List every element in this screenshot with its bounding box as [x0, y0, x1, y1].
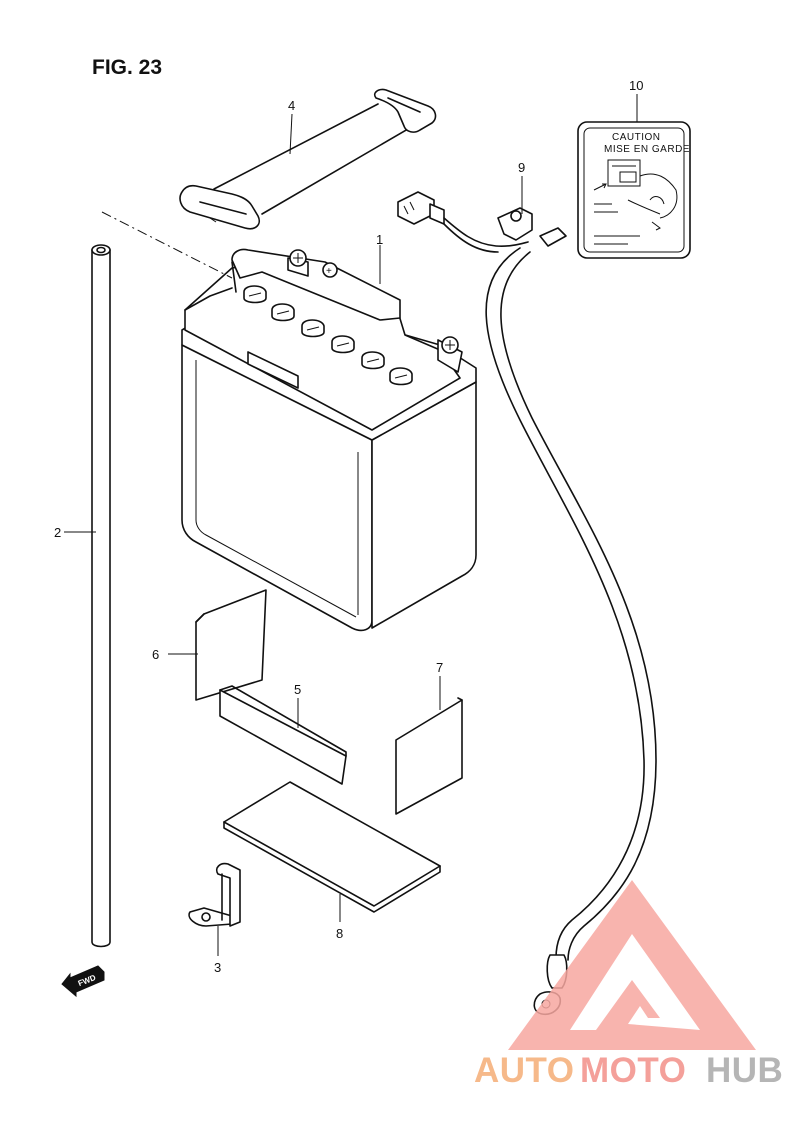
watermark-auto: AUTO — [474, 1051, 575, 1090]
callout-6: 6 — [152, 647, 159, 662]
figure-title: FIG. 23 — [92, 56, 162, 79]
callout-4: 4 — [288, 98, 295, 113]
callout-3: 3 — [214, 960, 221, 975]
callout-8: 8 — [336, 926, 343, 941]
caution-label: CAUTION MISE EN GARDE — [577, 121, 691, 259]
callout-9: 9 — [518, 160, 525, 175]
battery-cable — [397, 191, 657, 1016]
sheet-8 — [223, 781, 441, 913]
watermark-text: AUTO MOTO HUB — [474, 1051, 783, 1090]
mise-en-garde-text: MISE EN GARDE — [604, 144, 690, 155]
breather-hose — [91, 244, 111, 948]
clamp-3 — [188, 862, 241, 927]
callout-1: 1 — [376, 232, 383, 247]
callout-5: 5 — [294, 682, 301, 697]
pad-7 — [395, 697, 463, 815]
leader-lines — [64, 94, 638, 956]
battery: + — [181, 248, 477, 632]
pad-6 — [195, 589, 267, 701]
battery-strap — [179, 88, 437, 230]
watermark-hub: HUB — [706, 1051, 783, 1090]
watermark-moto: MOTO — [580, 1051, 686, 1090]
fwd-arrow: FWD — [61, 965, 105, 998]
pad-5 — [219, 685, 347, 785]
watermark-logo-icon — [508, 880, 756, 1050]
callout-2: 2 — [54, 525, 61, 540]
callout-10: 10 — [629, 78, 643, 93]
callout-numbers: 1 2 3 4 5 6 7 8 9 10 — [54, 78, 643, 975]
callout-7: 7 — [436, 660, 443, 675]
battery-plus-mark: + — [326, 266, 332, 277]
caution-text: CAUTION — [612, 132, 661, 143]
